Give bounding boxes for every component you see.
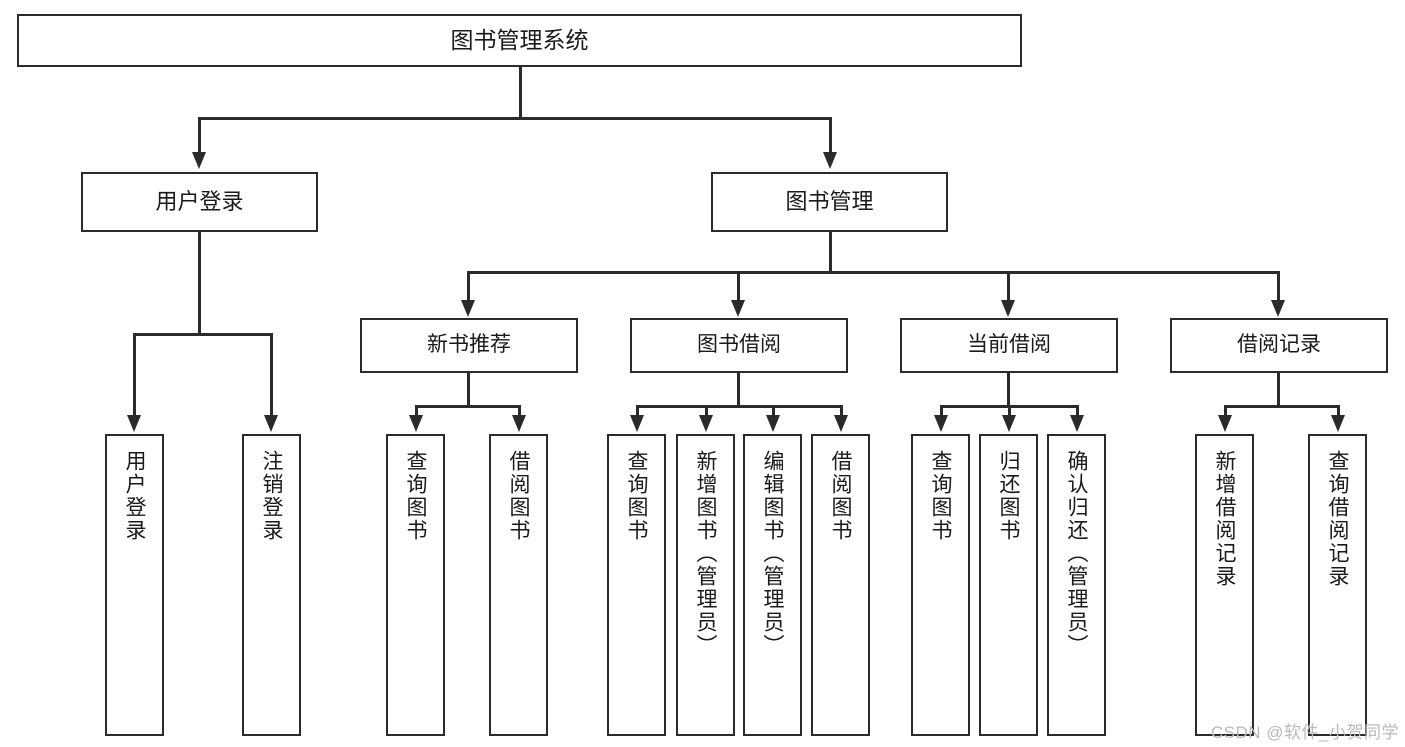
node-label: 新书推荐 [427, 333, 511, 357]
leaf-borrow-book-new[interactable]: 借阅图书 [489, 434, 548, 736]
node-label: 新增图书（管理员） [694, 450, 717, 657]
connector-borrow-record-stem [1277, 373, 1280, 407]
node-root-book-management-system[interactable]: 图书管理系统 [17, 14, 1022, 67]
node-user-login[interactable]: 用户登录 [81, 172, 318, 232]
arrow-bm-to-new-book [461, 300, 475, 317]
leaf-return-book[interactable]: 归还图书 [979, 434, 1038, 736]
node-label: 借阅记录 [1237, 333, 1321, 357]
node-current-borrow[interactable]: 当前借阅 [900, 318, 1118, 373]
node-label: 确认归还（管理员） [1065, 450, 1088, 657]
arrow-root-to-user-login [192, 152, 206, 169]
connector-book-borrow-bar [636, 405, 842, 408]
connector-root-stem [519, 66, 522, 119]
node-label: 图书管理系统 [450, 26, 589, 53]
arrow-user-login-to-leaf-1 [127, 415, 141, 432]
arrow-br-to-leaf-2 [1331, 415, 1345, 432]
connector-new-book-bar [415, 405, 520, 408]
node-book-management[interactable]: 图书管理 [711, 172, 948, 232]
connector-bm-to-new-book [467, 271, 470, 302]
node-label: 查询图书 [625, 450, 648, 542]
node-label: 借阅图书 [507, 450, 530, 542]
arrow-newbook-to-leaf-2 [512, 415, 526, 432]
connector-current-borrow-stem [1007, 373, 1010, 407]
leaf-add-book[interactable]: 新增图书（管理员） [676, 434, 735, 736]
leaf-confirm-return[interactable]: 确认归还（管理员） [1047, 434, 1106, 736]
connector-cb-to-leaf-3 [1076, 405, 1079, 417]
arrow-bb-to-leaf-2 [699, 415, 713, 432]
arrow-bm-to-current-borrow [1001, 300, 1015, 317]
connector-newbook-to-leaf-2 [518, 405, 521, 417]
connector-br-to-leaf-2 [1337, 405, 1340, 417]
node-label: 查询图书 [404, 450, 427, 542]
leaf-add-borrow-record[interactable]: 新增借阅记录 [1195, 434, 1254, 736]
connector-book-management-stem [829, 232, 832, 273]
leaf-borrow-book[interactable]: 借阅图书 [811, 434, 870, 736]
connector-root-to-book-management [829, 117, 832, 155]
node-new-book-recommend[interactable]: 新书推荐 [360, 318, 578, 373]
arrow-user-login-to-leaf-2 [264, 415, 278, 432]
node-label: 图书管理 [785, 189, 874, 215]
connector-bb-to-leaf-1 [636, 405, 639, 417]
arrow-bb-to-leaf-3 [766, 415, 780, 432]
connector-cb-to-leaf-2 [1008, 405, 1011, 417]
connector-bb-to-leaf-3 [772, 405, 775, 417]
leaf-query-book-new[interactable]: 查询图书 [386, 434, 445, 736]
connector-book-borrow-stem [737, 373, 740, 407]
arrow-bm-to-borrow-record [1271, 300, 1285, 317]
connector-root-bar [198, 117, 832, 120]
leaf-edit-book[interactable]: 编辑图书（管理员） [743, 434, 802, 736]
connector-borrow-record-bar [1224, 405, 1339, 408]
node-borrow-record[interactable]: 借阅记录 [1170, 318, 1388, 373]
csdn-watermark: CSDN @软件_小贺同学 [1210, 723, 1399, 742]
connector-cb-to-leaf-1 [940, 405, 943, 417]
node-label: 图书借阅 [697, 333, 781, 357]
node-label: 用户登录 [123, 450, 146, 542]
node-label: 注销登录 [260, 450, 283, 542]
connector-bm-to-current-borrow [1007, 271, 1010, 302]
node-label: 用户登录 [155, 189, 244, 215]
connector-bm-to-borrow-record [1277, 271, 1280, 302]
connector-new-book-stem [467, 373, 470, 407]
leaf-logout-login[interactable]: 注销登录 [242, 434, 301, 736]
arrow-cb-to-leaf-2 [1002, 415, 1016, 432]
arrow-cb-to-leaf-1 [934, 415, 948, 432]
leaf-query-book-current[interactable]: 查询图书 [911, 434, 970, 736]
connector-root-to-user-login [198, 117, 201, 155]
arrow-cb-to-leaf-3 [1070, 415, 1084, 432]
node-label: 借阅图书 [829, 450, 852, 542]
arrow-newbook-to-leaf-1 [409, 415, 423, 432]
node-label: 当前借阅 [967, 333, 1051, 357]
node-book-borrow[interactable]: 图书借阅 [630, 318, 848, 373]
connector-user-login-to-leaf-2 [270, 333, 273, 417]
leaf-query-borrow-record[interactable]: 查询借阅记录 [1308, 434, 1367, 736]
connector-book-management-bar [467, 271, 1280, 274]
arrow-bb-to-leaf-4 [834, 415, 848, 432]
arrow-br-to-leaf-1 [1218, 415, 1232, 432]
connector-bm-to-book-borrow [737, 271, 740, 302]
leaf-query-book-borrow[interactable]: 查询图书 [607, 434, 666, 736]
arrow-bm-to-book-borrow [731, 300, 745, 317]
node-label: 查询图书 [929, 450, 952, 542]
node-label: 归还图书 [997, 450, 1020, 542]
connector-user-login-stem [198, 232, 201, 335]
arrow-root-to-book-management [823, 152, 837, 169]
leaf-user-login[interactable]: 用户登录 [105, 434, 164, 736]
node-label: 查询借阅记录 [1326, 450, 1349, 588]
connector-br-to-leaf-1 [1224, 405, 1227, 417]
connector-user-login-to-leaf-1 [133, 333, 136, 417]
connector-user-login-bar [133, 333, 272, 336]
connector-newbook-to-leaf-1 [415, 405, 418, 417]
node-label: 编辑图书（管理员） [761, 450, 784, 657]
arrow-bb-to-leaf-1 [630, 415, 644, 432]
connector-bb-to-leaf-4 [840, 405, 843, 417]
node-label: 新增借阅记录 [1213, 450, 1236, 588]
connector-bb-to-leaf-2 [705, 405, 708, 417]
